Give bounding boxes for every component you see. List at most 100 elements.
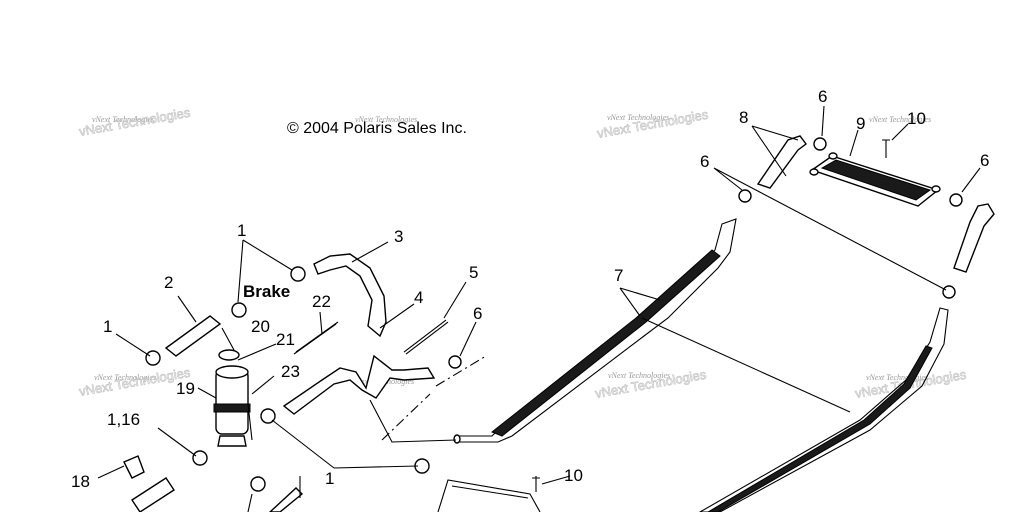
mount-plate-edge xyxy=(451,485,529,499)
watermark-text: vNext Technologies xyxy=(94,373,156,382)
rod-22 xyxy=(293,321,339,355)
callouts: 1 2 1 3 4 5 6 7 8 6 9 10 6 6 10 20 21 22… xyxy=(71,87,989,491)
leader-2 xyxy=(177,295,197,323)
cooler-stub xyxy=(828,152,838,160)
callout-19: 19 xyxy=(176,379,195,398)
callout-1: 1 xyxy=(325,469,334,488)
callout-4: 4 xyxy=(414,288,423,307)
leader-5 xyxy=(443,281,467,319)
leader-6-mid xyxy=(459,321,477,357)
watermark-text: vNext Technologies xyxy=(355,115,417,124)
leader-8 xyxy=(751,125,799,177)
leader-20 xyxy=(221,327,235,351)
watermark-text: vNext Technologies xyxy=(92,115,154,124)
watermark-text: vNext Technologies xyxy=(869,115,931,124)
leader-9 xyxy=(849,129,859,157)
lower-pin xyxy=(247,493,253,512)
bolt-10-top xyxy=(882,139,890,158)
elbow-hose-right xyxy=(953,203,995,273)
hose-4 xyxy=(282,354,436,415)
upper-tube-fins xyxy=(491,249,721,437)
cooler-stub xyxy=(809,168,819,176)
callout-5: 5 xyxy=(469,263,478,282)
copyright-text: © 2004 Polaris Sales Inc. xyxy=(287,120,467,137)
leader-6-upper-left xyxy=(713,167,947,291)
leader-6-upper-right xyxy=(961,167,981,193)
leader-10-top xyxy=(891,123,909,141)
clamps-1 xyxy=(145,266,430,492)
reservoir-band xyxy=(213,403,251,413)
clamp-ring xyxy=(942,285,956,299)
clamp-ring xyxy=(290,266,306,282)
routing-line xyxy=(381,355,487,441)
leader-18 xyxy=(97,465,125,479)
clamp-ring xyxy=(250,476,266,492)
lower-hose-right xyxy=(268,487,304,512)
mount-plate xyxy=(437,479,541,512)
watermark-text: vNext Technologies xyxy=(78,365,192,399)
leader-22 xyxy=(319,311,323,335)
watermark-text: vNext Technologies xyxy=(596,107,710,141)
cooler-9 xyxy=(809,152,941,207)
clamp-ring xyxy=(738,189,752,203)
leader-1-bottom xyxy=(271,419,419,469)
callout-6: 6 xyxy=(473,304,482,323)
callout-3: 3 xyxy=(394,227,403,246)
bracket-18 xyxy=(123,455,145,479)
leader-1-16 xyxy=(157,427,197,457)
clamp-ring xyxy=(231,302,247,318)
callout-23: 23 xyxy=(281,362,300,381)
callout-6: 6 xyxy=(980,151,989,170)
leader-23 xyxy=(251,375,275,395)
watermark-text: vNext Technologies xyxy=(866,373,928,382)
callout-21: 21 xyxy=(276,330,295,349)
clamp-ring xyxy=(448,355,462,369)
leader-6-top xyxy=(821,105,825,137)
tube-link-line xyxy=(641,317,851,413)
watermark-group: vNext Technologies vNext Technologies vN… xyxy=(78,104,969,401)
callout-2: 2 xyxy=(164,273,173,292)
brake-label: Brake xyxy=(243,282,290,301)
lower-hose xyxy=(131,477,175,512)
watermark-text: vNext Technologies xyxy=(607,113,669,122)
callout-22: 22 xyxy=(312,292,331,311)
lower-tube-outline xyxy=(698,307,949,512)
clamps-6 xyxy=(448,137,963,369)
callout-10: 10 xyxy=(907,109,926,128)
bolt-10-bottom xyxy=(532,476,540,492)
leader-7 xyxy=(619,287,661,317)
wire-23 xyxy=(247,403,253,441)
clamp-ring xyxy=(949,193,963,207)
leader-lines xyxy=(97,105,981,485)
elbow-hose-left xyxy=(756,135,807,189)
reservoir-cap-20 xyxy=(218,349,240,361)
routing-line-alt xyxy=(369,399,457,443)
cooler-fins xyxy=(820,159,932,201)
heat-exchanger-7 xyxy=(437,218,949,512)
clamp-ring xyxy=(813,137,827,151)
cooler-stub xyxy=(931,185,941,193)
reservoir-body xyxy=(215,369,249,435)
reservoir-outlet xyxy=(217,435,247,447)
leader-4 xyxy=(379,303,415,329)
callout-9: 9 xyxy=(856,114,865,133)
callout-10: 10 xyxy=(564,466,583,485)
leader-21 xyxy=(237,343,277,361)
callout-7: 7 xyxy=(614,266,623,285)
callout-6: 6 xyxy=(818,87,827,106)
hose-2 xyxy=(164,315,222,357)
callout-1: 1 xyxy=(237,221,246,240)
upper-tube-outline xyxy=(454,218,737,443)
leader-10-bottom xyxy=(541,475,571,485)
leader-1-top xyxy=(237,239,293,303)
lower-tube-fins xyxy=(707,345,933,512)
reservoir-top xyxy=(215,365,249,379)
hose-3 xyxy=(313,253,387,338)
clamp-ring xyxy=(260,408,276,424)
elbow-hoses-8 xyxy=(756,135,995,273)
leader-3 xyxy=(351,241,389,263)
callout-20: 20 xyxy=(251,317,270,336)
reservoir-19 xyxy=(213,365,251,447)
leader-1-left xyxy=(115,333,151,357)
